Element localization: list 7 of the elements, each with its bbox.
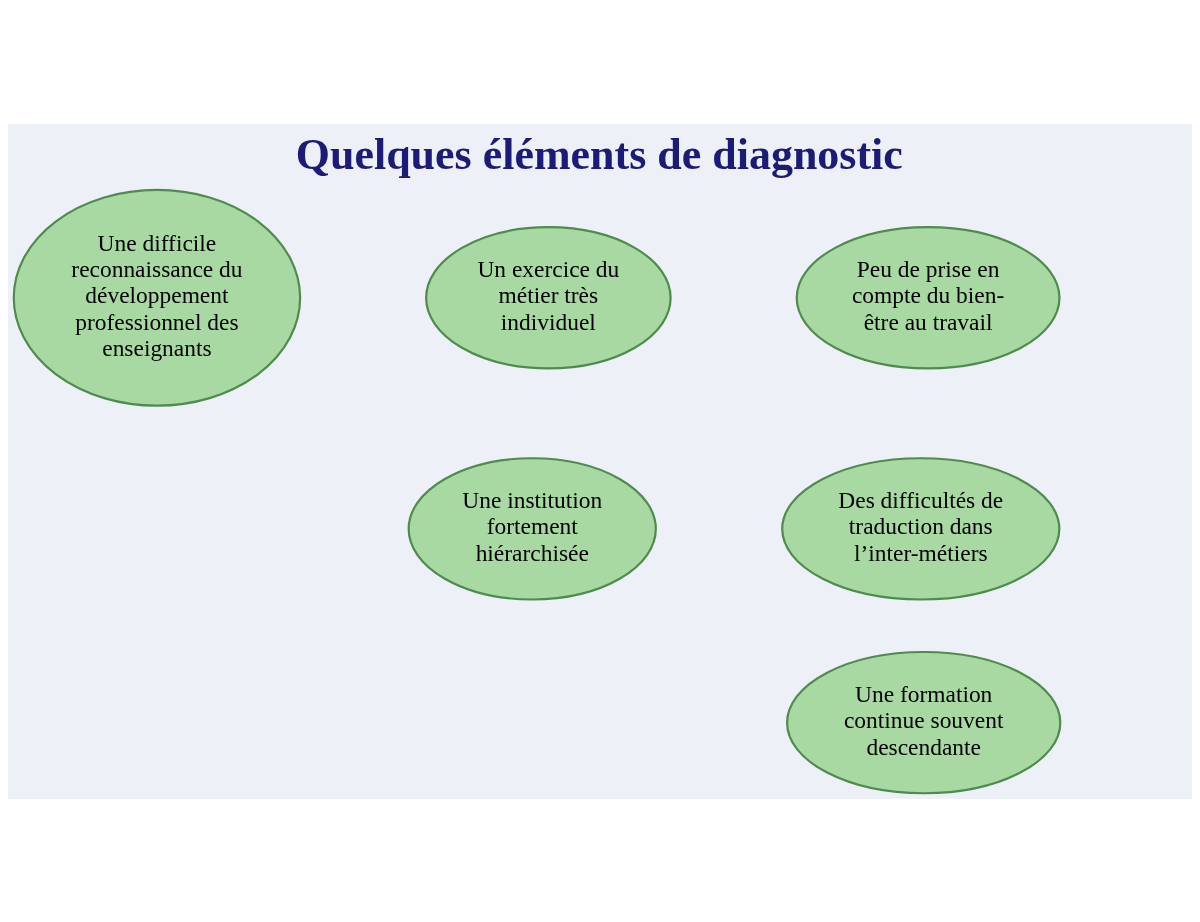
node-ellipse: Une formation continue souvent descendante xyxy=(786,650,1062,794)
node-ellipse: Une institution fortement hiérarchisée xyxy=(407,456,657,601)
node-ellipse: Un exercice du métier très individuel xyxy=(425,225,672,369)
node-ellipse: Une difficile reconnaissance du développement professionnel des enseignants xyxy=(12,188,302,407)
node-ellipse: Peu de prise en compte du bien-être au travail xyxy=(795,225,1061,369)
diagram-title: Quelques éléments de diagnostic xyxy=(295,129,903,179)
node-ellipse: Des difficultés de traduction dans l’inter-métiers xyxy=(781,456,1061,601)
